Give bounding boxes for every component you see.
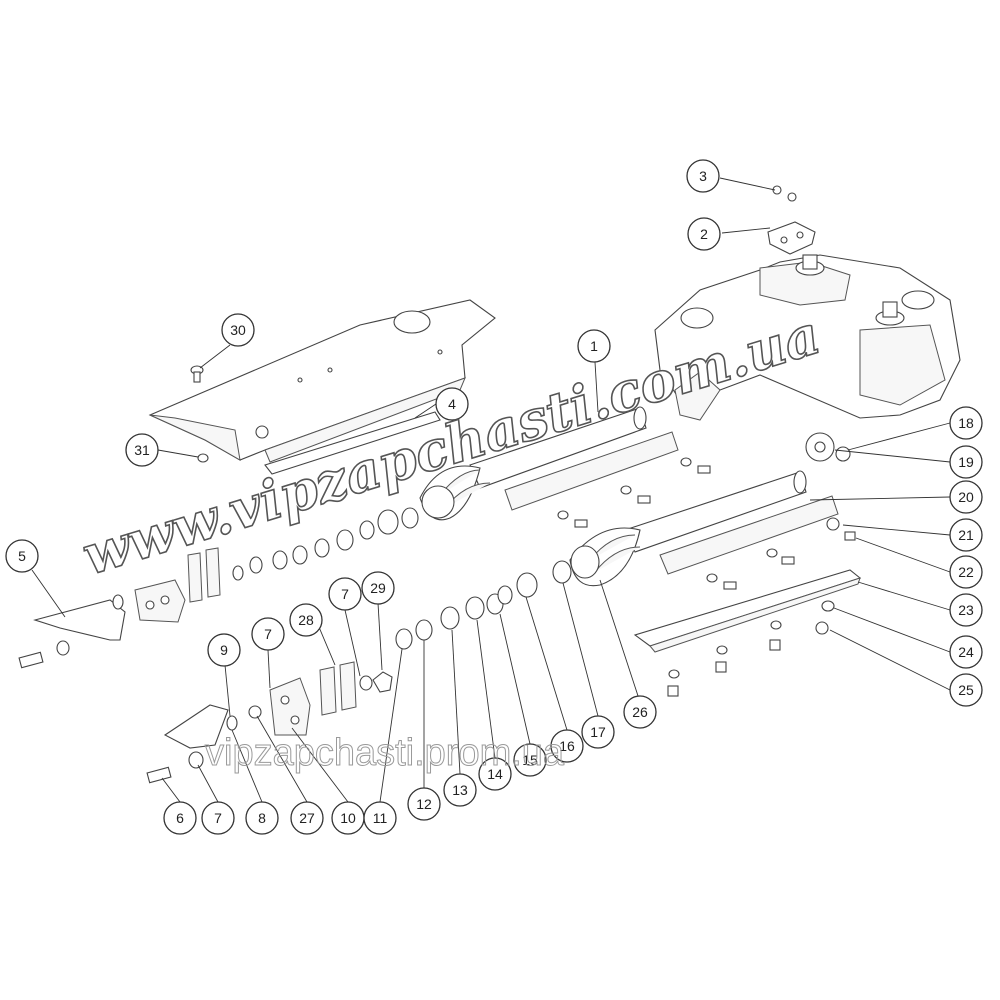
- callout-21: 21: [949, 518, 983, 552]
- parts-drawing: [18, 185, 961, 784]
- callout-7-lower-label: 7: [214, 810, 222, 826]
- nuts-part-3: [772, 185, 797, 202]
- callout-18: 18: [949, 406, 983, 440]
- callout-4-label: 4: [448, 396, 456, 412]
- upper-auger-shaft: [419, 406, 679, 521]
- callout-30: 30: [221, 313, 255, 347]
- callout-12: 12: [407, 787, 441, 821]
- callout-24: 24: [949, 635, 983, 669]
- callout-29: 29: [361, 571, 395, 605]
- callout-4: 4: [435, 387, 469, 421]
- callout-28: 28: [289, 603, 323, 637]
- watermark-secondary: vipzapchasti.prom.ua: [205, 732, 565, 774]
- callout-7-right: 7: [328, 577, 362, 611]
- callout-1: 1: [577, 329, 611, 363]
- callout-20-label: 20: [958, 489, 974, 505]
- callout-30-label: 30: [230, 322, 246, 338]
- callout-3-label: 3: [699, 168, 707, 184]
- callout-13-label: 13: [452, 782, 468, 798]
- callout-31: 31: [125, 433, 159, 467]
- callout-17-label: 17: [590, 724, 606, 740]
- callout-27: 27: [290, 801, 324, 835]
- callout-13: 13: [443, 773, 477, 807]
- callout-16: 16: [550, 729, 584, 763]
- callout-22-label: 22: [958, 564, 974, 580]
- callout-18-label: 18: [958, 415, 974, 431]
- callout-21-label: 21: [958, 527, 974, 543]
- callout-25: 25: [949, 673, 983, 707]
- callout-2: 2: [687, 217, 721, 251]
- callout-11-label: 11: [373, 810, 388, 826]
- callout-16-label: 16: [559, 738, 575, 754]
- washer-row-upper: [232, 507, 419, 581]
- callout-14: 14: [478, 757, 512, 791]
- fasteners-right: [557, 432, 856, 697]
- callout-19-label: 19: [958, 454, 974, 470]
- callout-17: 17: [581, 715, 615, 749]
- arm-part-5: [18, 547, 221, 669]
- callout-6-label: 6: [176, 810, 184, 826]
- bolt-part-30: [190, 365, 204, 383]
- callout-11: 11: [363, 801, 397, 835]
- callout-10: 10: [331, 801, 365, 835]
- bracket-part-2: [767, 221, 816, 255]
- callout-10-label: 10: [340, 810, 356, 826]
- lower-auger-shaft: [569, 470, 839, 587]
- callout-7-middle: 7: [251, 617, 285, 651]
- arm-part-8: [146, 661, 393, 784]
- gearbox-assembly: [654, 254, 961, 421]
- nut-part-31: [197, 453, 209, 463]
- leader-lines: [31, 177, 951, 803]
- callout-15: 15: [513, 743, 547, 777]
- strip-part-4: [264, 411, 441, 475]
- callout-7-right-label: 7: [341, 586, 349, 602]
- callout-8: 8: [245, 801, 279, 835]
- callout-5: 5: [5, 539, 39, 573]
- callout-15-label: 15: [522, 752, 538, 768]
- callout-12-label: 12: [416, 796, 432, 812]
- callout-31-label: 31: [134, 442, 150, 458]
- callout-5-label: 5: [18, 548, 26, 564]
- callout-9: 9: [207, 633, 241, 667]
- callout-6: 6: [163, 801, 197, 835]
- callout-22: 22: [949, 555, 983, 589]
- callout-23-label: 23: [958, 602, 974, 618]
- callout-26: 26: [623, 695, 657, 729]
- scraper-plate: [633, 569, 862, 653]
- callout-23: 23: [949, 593, 983, 627]
- callout-27-label: 27: [299, 810, 315, 826]
- callout-28-label: 28: [298, 612, 314, 628]
- callout-19: 19: [949, 445, 983, 479]
- callout-26-label: 26: [632, 704, 648, 720]
- washer-row-lower: [395, 560, 572, 650]
- callout-25-label: 25: [958, 682, 974, 698]
- callout-7-lower: 7: [201, 801, 235, 835]
- callout-7-middle-label: 7: [264, 626, 272, 642]
- callout-14-label: 14: [487, 766, 503, 782]
- callout-20: 20: [949, 480, 983, 514]
- callout-1-label: 1: [590, 338, 598, 354]
- callout-2-label: 2: [700, 226, 708, 242]
- callout-3: 3: [686, 159, 720, 193]
- callout-29-label: 29: [370, 580, 386, 596]
- callout-8-label: 8: [258, 810, 266, 826]
- callout-24-label: 24: [958, 644, 974, 660]
- callout-9-label: 9: [220, 642, 228, 658]
